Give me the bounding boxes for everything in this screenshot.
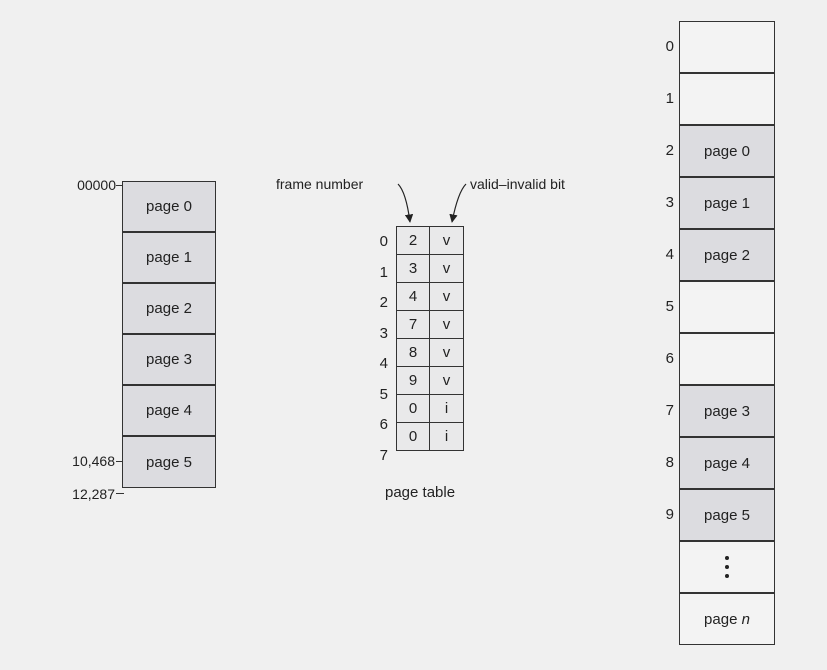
page-table-caption: page table — [385, 484, 456, 501]
bit-cell: v — [429, 310, 464, 339]
page-table-indices: 0 1 2 3 4 5 6 7 — [372, 228, 388, 472]
bit-cell: v — [429, 282, 464, 311]
address-end-tick — [116, 493, 124, 494]
frame-number-label: frame number — [276, 176, 364, 192]
frame-index-4: 4 — [665, 246, 674, 263]
frame-index-5: 5 — [665, 298, 674, 315]
page-table: 2 v 3 v 4 v 7 v 8 v 9 v 0 i 0 i — [396, 226, 464, 451]
address-page5-tick — [116, 461, 124, 462]
vertical-ellipsis-icon — [725, 556, 729, 578]
frame-index-9: 9 — [665, 506, 674, 523]
page-table-row: 8 v — [396, 338, 464, 367]
page-table-row: 2 v — [396, 226, 464, 255]
frame-cell: 2 — [396, 226, 430, 255]
frame-index-8: 8 — [665, 454, 674, 471]
pt-index-1: 1 — [379, 263, 388, 281]
pt-index-4: 4 — [379, 355, 388, 372]
physical-memory: page 0 page 1 page 2 page 3 page 4 page … — [679, 21, 775, 645]
frame-number-arrow — [397, 183, 414, 223]
frame-index-1: 1 — [665, 90, 674, 107]
frame-9: page 5 — [679, 489, 775, 541]
page-table-row: 7 v — [396, 310, 464, 339]
page-n-label: page n — [704, 610, 750, 628]
pt-index-5: 5 — [379, 385, 388, 403]
bit-cell: i — [429, 422, 464, 451]
frame-cell: 0 — [396, 422, 430, 451]
frame-cell: 9 — [396, 366, 430, 395]
frame-cell: 7 — [396, 310, 430, 339]
frame-index-0: 0 — [665, 38, 674, 55]
frame-index-2: 2 — [665, 142, 674, 159]
address-start-label: 00000 — [77, 177, 116, 193]
logical-page-4: page 4 — [122, 385, 216, 436]
frame-2: page 0 — [679, 125, 775, 177]
frame-n: page n — [679, 593, 775, 645]
page-table-row: 0 i — [396, 394, 464, 423]
frame-cell: 4 — [396, 282, 430, 311]
logical-page-1: page 1 — [122, 232, 216, 283]
page-table-row: 0 i — [396, 422, 464, 451]
frame-7: page 3 — [679, 385, 775, 437]
frame-cell: 0 — [396, 394, 430, 423]
frame-index-6: 6 — [665, 350, 674, 367]
frame-8: page 4 — [679, 437, 775, 489]
frame-0 — [679, 21, 775, 73]
frame-cell: 3 — [396, 254, 430, 283]
frame-index-7: 7 — [665, 402, 674, 419]
logical-page-0: page 0 — [122, 181, 216, 232]
bit-cell: v — [429, 226, 464, 255]
bit-cell: v — [429, 366, 464, 395]
annotation-arrows — [397, 183, 467, 223]
valid-invalid-bit-label: valid–invalid bit — [470, 176, 565, 192]
logical-memory: page 0 page 1 page 2 page 3 page 4 page … — [122, 181, 216, 488]
logical-page-2: page 2 — [122, 283, 216, 334]
pt-index-3: 3 — [379, 324, 388, 342]
frame-1 — [679, 73, 775, 125]
frame-4: page 2 — [679, 229, 775, 281]
frame-6 — [679, 333, 775, 385]
address-end-label: 12,287 — [72, 486, 115, 502]
address-page5-label: 10,468 — [72, 453, 115, 469]
bit-cell: i — [429, 394, 464, 423]
frame-cell: 8 — [396, 338, 430, 367]
bit-cell: v — [429, 254, 464, 283]
frame-5 — [679, 281, 775, 333]
page-table-row: 4 v — [396, 282, 464, 311]
physical-frame-indices: 0 1 2 3 4 5 6 7 8 9 — [660, 21, 674, 541]
pt-index-0: 0 — [379, 233, 388, 250]
page-table-row: 3 v — [396, 254, 464, 283]
pt-index-6: 6 — [379, 416, 388, 433]
pt-index-2: 2 — [379, 294, 388, 311]
valid-bit-arrow — [449, 183, 467, 223]
frame-3: page 1 — [679, 177, 775, 229]
address-start-tick — [116, 185, 124, 186]
bit-cell: v — [429, 338, 464, 367]
pt-index-7: 7 — [379, 446, 388, 464]
frame-ellipsis — [679, 541, 775, 593]
logical-page-3: page 3 — [122, 334, 216, 385]
page-table-row: 9 v — [396, 366, 464, 395]
frame-index-3: 3 — [665, 194, 674, 211]
logical-page-5: page 5 — [122, 436, 216, 488]
